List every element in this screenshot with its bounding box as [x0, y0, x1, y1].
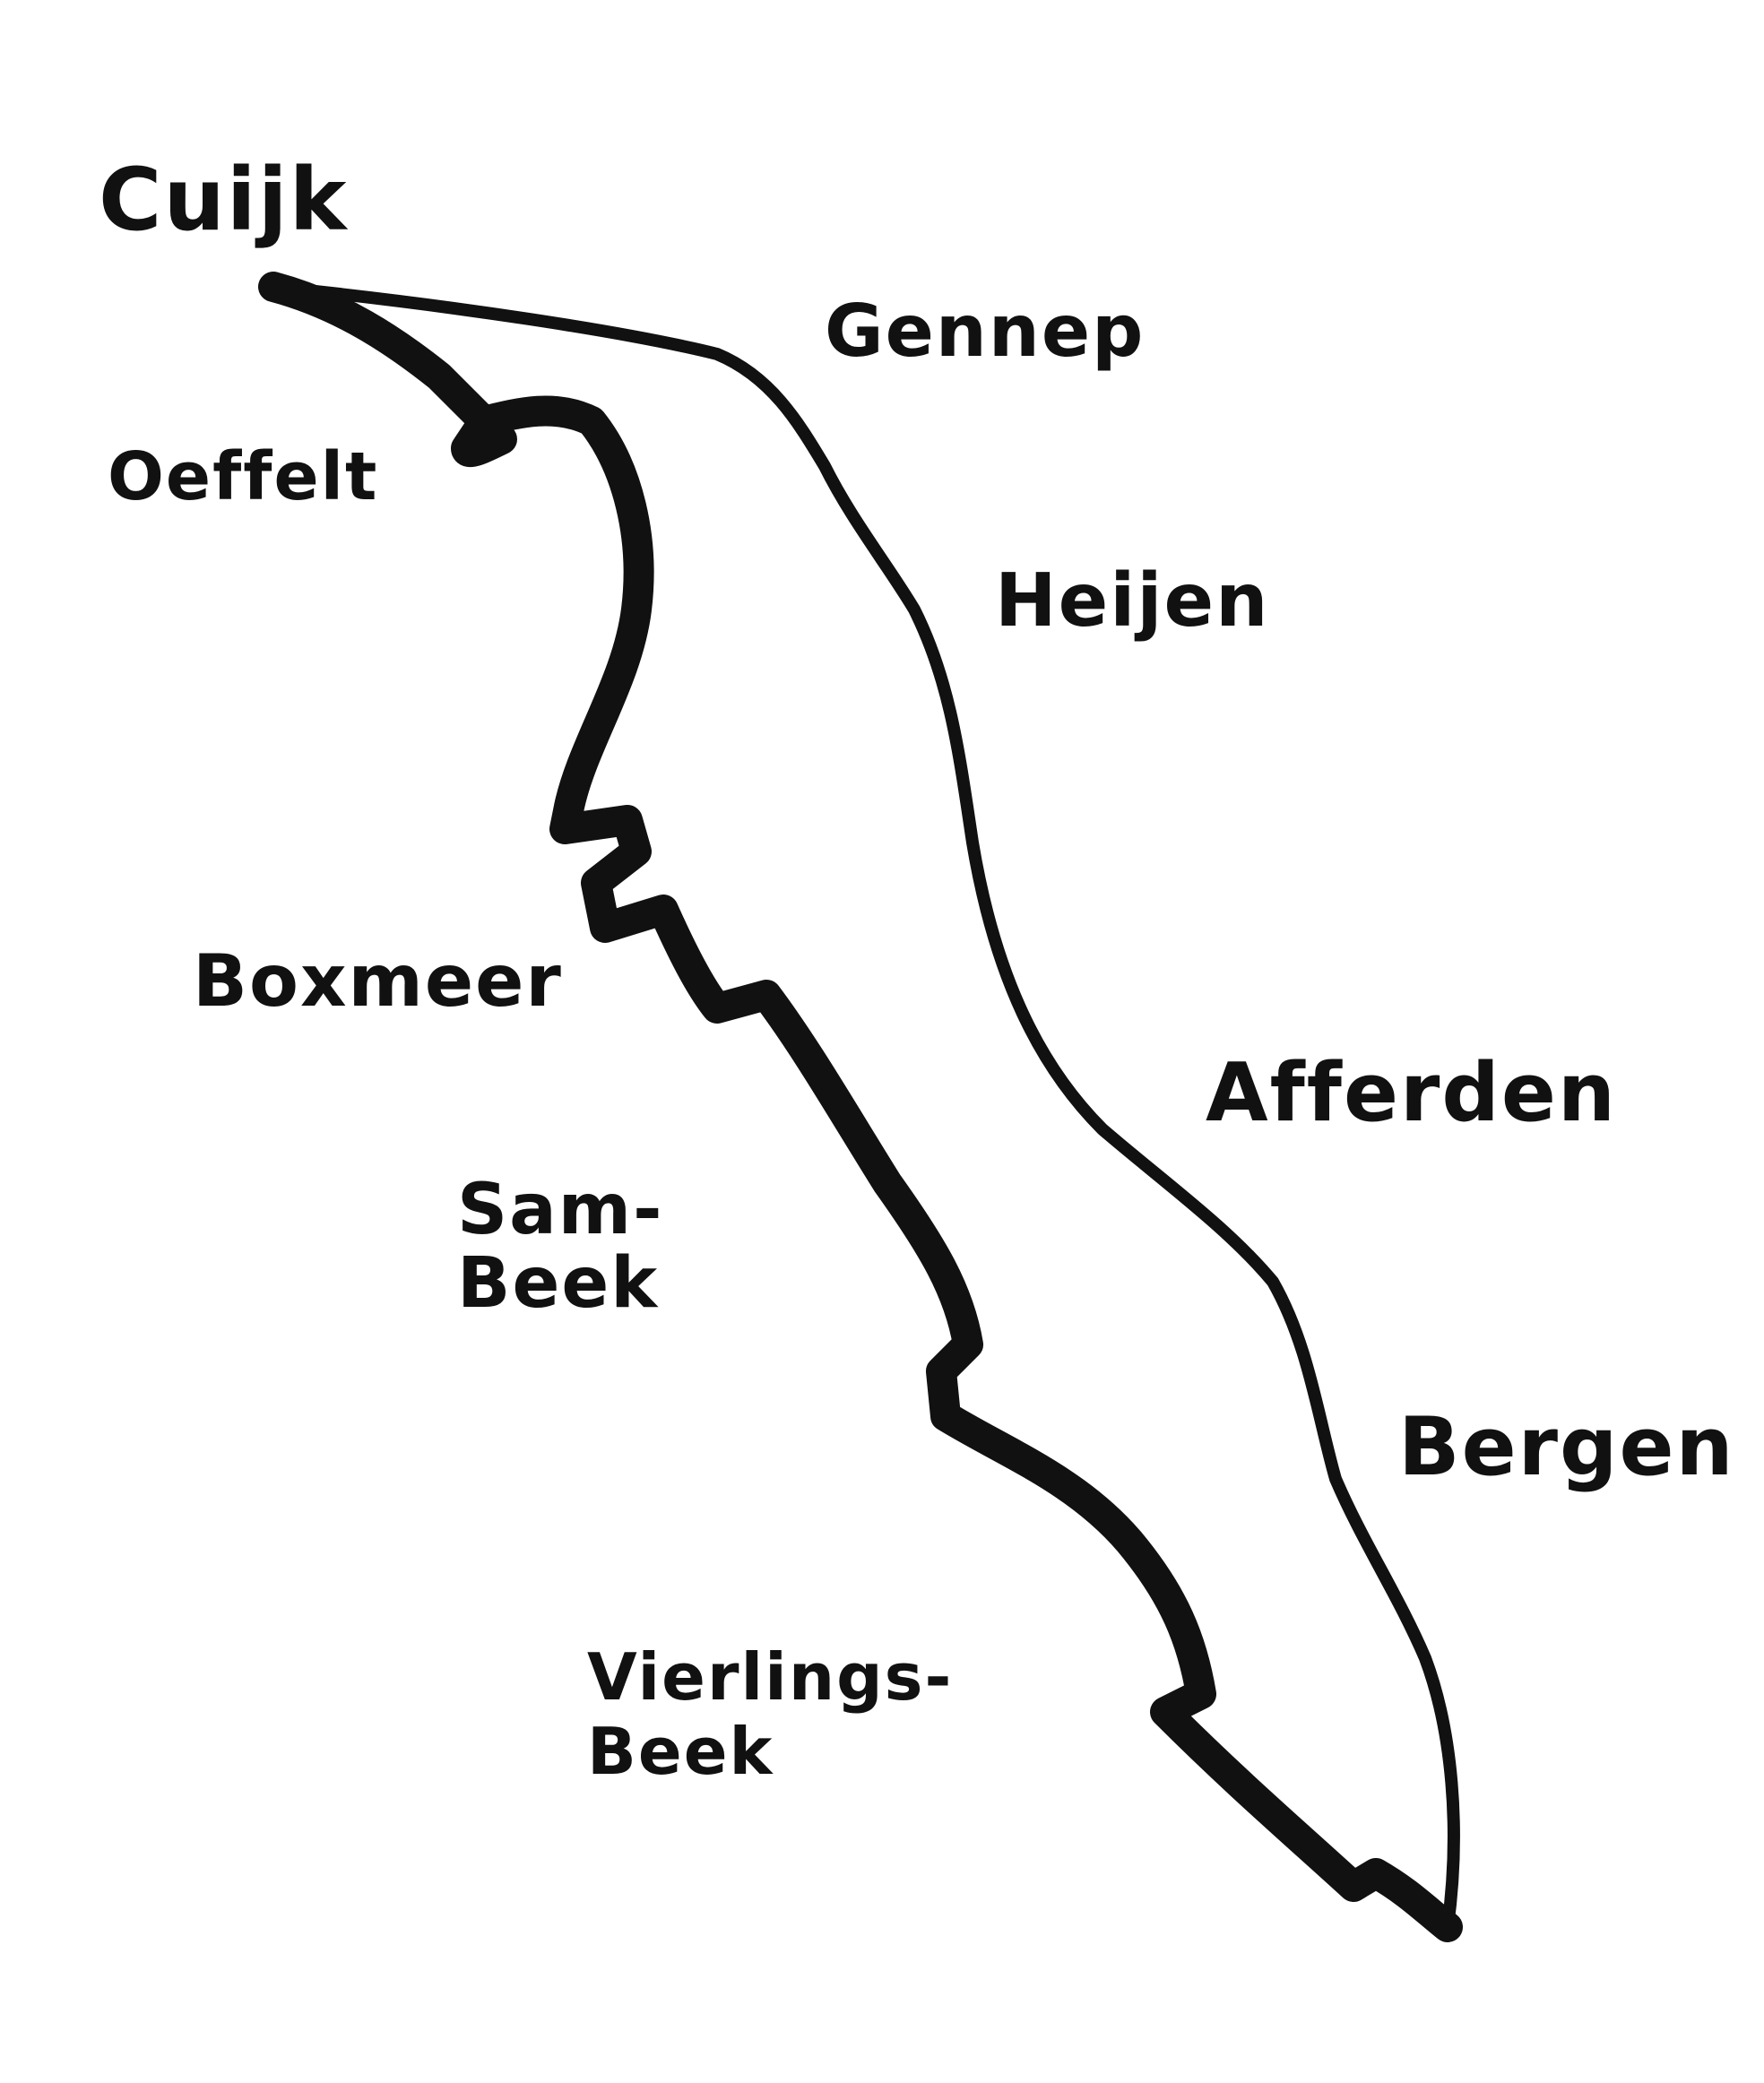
- place-label-line: Vierlings-: [587, 1639, 954, 1715]
- place-label-line: Sam-: [457, 1170, 664, 1250]
- place-label-line: Cuijk: [99, 150, 349, 250]
- place-label-vierlingsbeek: Vierlings- Beek: [587, 1640, 953, 1789]
- place-label-sambeek: Sam- Beek: [457, 1170, 664, 1324]
- place-label-line: Bergen: [1398, 1400, 1735, 1494]
- place-label-gennep: Gennep: [825, 296, 1145, 367]
- west-border-line: [258, 272, 1463, 1942]
- place-label-line: Beek: [457, 1242, 660, 1324]
- place-label-bergen: Bergen: [1398, 1407, 1735, 1488]
- place-label-afferden: Afferden: [1206, 1053, 1617, 1134]
- place-label-oeffelt: Oeffelt: [108, 444, 378, 510]
- place-label-line: Gennep: [825, 290, 1146, 373]
- place-label-line: Boxmeer: [193, 939, 563, 1023]
- place-label-heijen: Heijen: [995, 565, 1269, 638]
- place-label-line: Afferden: [1206, 1046, 1617, 1140]
- place-label-cuijk: Cuijk: [99, 157, 348, 243]
- east-border-line: [267, 281, 1460, 1933]
- place-label-line: Heijen: [995, 558, 1270, 644]
- place-label-line: Oeffelt: [108, 438, 379, 515]
- place-label-line: Beek: [587, 1713, 774, 1789]
- place-label-boxmeer: Boxmeer: [193, 946, 563, 1017]
